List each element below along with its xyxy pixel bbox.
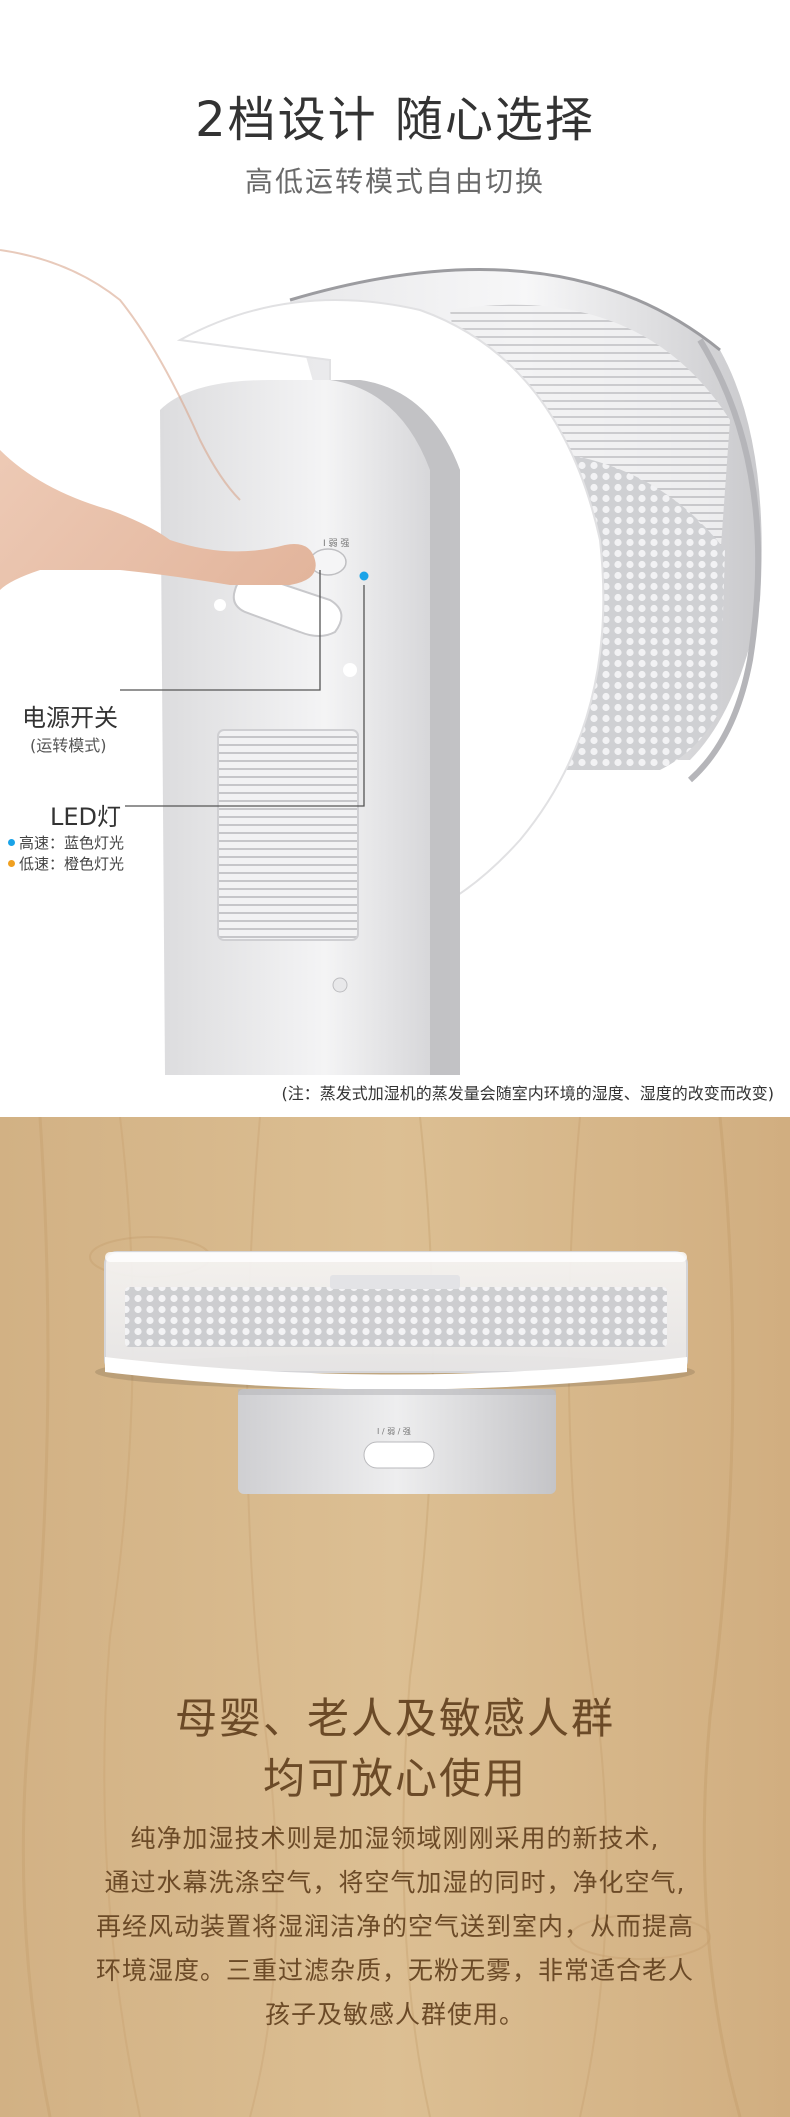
section-title-line2: 均可放心使用 <box>262 1754 527 1803</box>
feature-section-speed: 2档设计 随心选择 高低运转模式自由切换 <box>0 92 775 1103</box>
speed-low-legend: 低速：橙色灯光 <box>8 853 124 874</box>
speed-high-legend: 高速：蓝色灯光 <box>8 832 124 853</box>
description-line: 纯净加湿技术则是加湿领域刚刚采用的新技术, <box>130 1824 660 1853</box>
speed-low-text: 低速：橙色灯光 <box>19 855 125 873</box>
humidifier-side-illustration <box>0 240 762 1075</box>
power-switch-label: 电源开关 <box>22 704 118 732</box>
humidifier-front-illustration <box>95 1251 695 1494</box>
orange-dot-icon <box>8 860 15 867</box>
description-line: 通过水幕洗涤空气，将空气加湿的同时，净化空气, <box>104 1868 686 1897</box>
description-line: 再经风动装置将湿润洁净的空气送到室内，从而提高 <box>95 1912 694 1941</box>
led-light-label: LED灯 <box>50 803 122 831</box>
page-title: 2档设计 随心选择 <box>195 92 595 148</box>
description-paragraph: 纯净加湿技术则是加湿领域刚刚采用的新技术, 通过水幕洗涤空气，将空气加湿的同时，… <box>50 1817 740 2037</box>
blue-dot-icon <box>8 839 15 846</box>
device-button-label: I 弱 强 <box>323 539 350 549</box>
description-line: 环境湿度。三重过滤杂质，无粉无雾，非常适合老人 <box>95 1956 694 1985</box>
page-subtitle: 高低运转模式自由切换 <box>244 165 545 198</box>
section-title-line1: 母婴、老人及敏感人群 <box>174 1694 615 1743</box>
footnote: (注：蒸发式加湿机的蒸发量会随室内环境的湿度、湿度的改变而改变) <box>281 1084 775 1103</box>
speed-high-text: 高速：蓝色灯光 <box>19 834 125 852</box>
description-line: 孩子及敏感人群使用。 <box>264 2000 525 2029</box>
panel-button-label: I / 弱 / 强 <box>377 1427 411 1436</box>
feature-section-safety: I / 弱 / 强 母婴、老人及敏感人群 均可放心使用 纯净加湿技术则是加湿领域… <box>0 1117 790 2117</box>
power-switch-sublabel: (运转模式) <box>30 736 107 755</box>
